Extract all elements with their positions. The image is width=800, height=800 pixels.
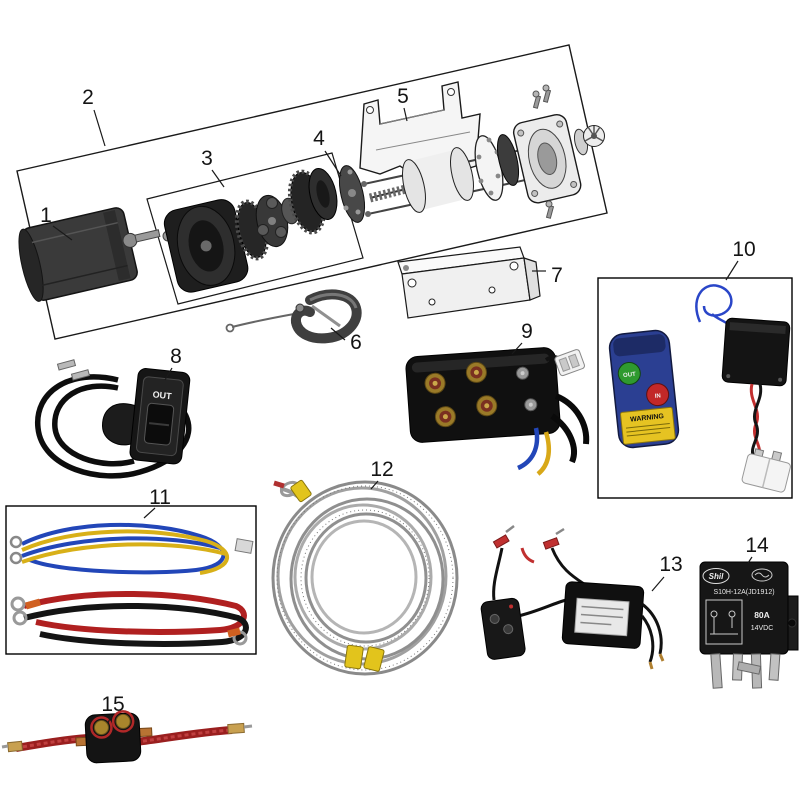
relay: Shil S10H-12A(JD1912) 80A 14VDC	[699, 561, 799, 689]
switch-clamp	[102, 403, 136, 446]
drum-spring	[368, 183, 412, 203]
remote-out-button	[617, 361, 641, 385]
motor	[18, 207, 174, 302]
relay-terminals	[710, 653, 781, 689]
hook	[225, 289, 362, 344]
harness-red-cable	[23, 590, 247, 635]
relay-body	[699, 561, 789, 655]
callout-13: 13	[651, 553, 683, 592]
mount-bracket	[397, 246, 541, 319]
relay-circuit-diagram	[705, 599, 743, 645]
relay-brand-label: Shil	[709, 572, 724, 581]
callout-10-number: 10	[732, 238, 755, 261]
solenoid-studs	[424, 361, 538, 428]
relay-amp-label: 80A	[754, 610, 770, 620]
callout-11-number: 11	[149, 486, 171, 509]
drum-assembly	[361, 84, 605, 219]
remote-in-label: IN	[655, 393, 662, 400]
callout-4: 4	[313, 127, 342, 177]
callout-3: 3	[201, 147, 225, 188]
callout-4-number: 4	[313, 127, 325, 150]
assembly-screws	[532, 84, 555, 219]
harness-black-cable	[23, 602, 249, 647]
gear-stack	[234, 167, 338, 261]
relay-cert-mark	[751, 568, 773, 582]
breaker-body	[75, 710, 153, 764]
solenoid-connector	[554, 349, 585, 377]
wired-remote-tester	[480, 525, 665, 670]
callout-13-number: 13	[659, 553, 682, 576]
callout-6: 6	[330, 327, 362, 354]
antenna-wire	[695, 284, 733, 323]
power-connector	[741, 448, 791, 493]
callout-1-number: 1	[40, 204, 52, 227]
kit-box-outline	[597, 277, 793, 499]
harness-box-outline	[5, 505, 257, 655]
callout-2: 2	[82, 86, 106, 147]
switch-out-label: OUT	[152, 389, 172, 401]
receiver-box	[721, 317, 791, 387]
switch-terminal	[56, 359, 77, 371]
relay-volt-label: 14VDC	[751, 625, 774, 632]
relay-model-label: S10H-12A(JD1912)	[713, 589, 774, 596]
hook-latch	[311, 304, 341, 328]
callout-9: 9	[511, 320, 533, 355]
callout-10: 10	[725, 238, 756, 281]
spoke-washer	[583, 125, 605, 147]
callout-5-number: 5	[397, 85, 409, 108]
callout-1: 1	[40, 204, 73, 241]
end-housing	[512, 114, 582, 204]
solenoid-blue-wire	[516, 427, 540, 471]
warning-label: WARNING	[630, 413, 665, 424]
clutch-housing	[163, 199, 249, 293]
callout-3-number: 3	[201, 147, 213, 170]
battery-clip-red	[492, 534, 510, 549]
harness-yellow-wire	[21, 529, 229, 575]
callout-15-number: 15	[101, 693, 124, 716]
handlebar-switch: OUT	[35, 359, 192, 479]
callout-6-number: 6	[350, 331, 362, 354]
receiver-black-wire	[751, 383, 763, 459]
cable-yellow-band	[290, 479, 312, 503]
callout-15: 15	[101, 693, 125, 724]
callout-7: 7	[532, 264, 563, 287]
wireless-remote-kit: OUT IN WARNING	[597, 277, 793, 499]
callout-8: 8	[164, 345, 182, 381]
hook-lanyard	[231, 313, 295, 328]
callout-12: 12	[370, 458, 394, 490]
callout-7-number: 7	[551, 264, 563, 287]
solenoid-box	[405, 347, 590, 476]
wiring-harness	[5, 505, 257, 655]
callout-12-number: 12	[370, 458, 393, 481]
remote-transmitter: OUT IN WARNING	[608, 329, 680, 449]
circuit-breaker	[1, 710, 253, 764]
brake-disc	[338, 165, 366, 223]
callout-8-number: 8	[170, 345, 182, 368]
callout-11: 11	[143, 486, 171, 519]
mini-remote	[480, 597, 526, 660]
callouts: 1 2 3 4 5 6 7 8	[40, 85, 769, 724]
remote-out-label: OUT	[623, 372, 637, 379]
control-module	[561, 581, 645, 649]
gearbox-internals	[163, 167, 338, 293]
gearbox-box-outline	[146, 152, 364, 305]
steel-cable-coil	[271, 479, 459, 676]
solenoid-black-cable	[554, 393, 590, 445]
callout-9-number: 9	[521, 320, 533, 343]
callout-14-number: 14	[745, 534, 769, 557]
cable-red-tip	[273, 480, 285, 489]
remote-in-button	[646, 383, 670, 407]
callout-2-number: 2	[82, 86, 94, 109]
harness-connector	[234, 538, 254, 554]
callout-5: 5	[397, 85, 409, 122]
callout-14: 14	[745, 534, 769, 564]
solenoid-yellow-wire	[536, 431, 551, 476]
